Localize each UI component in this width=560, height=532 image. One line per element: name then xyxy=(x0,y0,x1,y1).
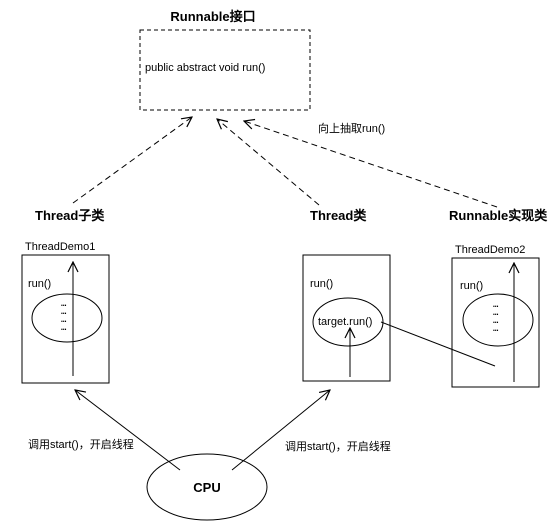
svg-text:…: … xyxy=(493,316,499,326)
svg-text:…: … xyxy=(493,324,499,334)
thread-target-run: target.run() xyxy=(318,316,372,328)
threaddemo1-run-body xyxy=(31,293,103,343)
svg-text:…: … xyxy=(493,300,499,310)
cpu-label: CPU xyxy=(193,480,220,495)
arrow-threadsubclass-to-interface xyxy=(72,117,192,204)
interface-method: public abstract void run() xyxy=(145,62,265,74)
svg-text:…: … xyxy=(61,315,67,325)
threaddemo1-dots: … … … … xyxy=(61,299,67,333)
runnable-impl-heading: Runnable实现类 xyxy=(449,208,548,223)
threaddemo1-title: ThreadDemo1 xyxy=(25,241,95,253)
svg-text:…: … xyxy=(493,308,499,318)
threaddemo1-box xyxy=(21,254,110,384)
arrow-runnableimpl-to-interface xyxy=(244,121,498,208)
cpu-ellipse xyxy=(146,453,268,521)
interface-title: Runnable接口 xyxy=(170,9,255,24)
thread-subclass-heading: Thread子类 xyxy=(35,208,105,223)
cpu-left-call-label: 调用start()，开启线程 xyxy=(28,437,134,451)
thread-run-body xyxy=(312,297,384,347)
threaddemo2-title: ThreadDemo2 xyxy=(455,244,525,256)
svg-text:…: … xyxy=(61,323,67,333)
target-connector-line xyxy=(380,321,496,367)
cpu-to-threaddemo1-arrow xyxy=(75,390,181,471)
cpu-right-call-label: 调用start()，开启线程 xyxy=(285,439,391,453)
arrow-thread-to-interface xyxy=(217,119,320,206)
threaddemo2-box xyxy=(451,257,540,388)
interface-box xyxy=(139,29,311,111)
thread-run: run() xyxy=(310,278,333,290)
threaddemo2-dots: … … … … xyxy=(493,300,499,334)
svg-text:…: … xyxy=(61,307,67,317)
svg-text:…: … xyxy=(61,299,67,309)
thread-box xyxy=(302,254,391,382)
extract-run-label: 向上抽取run() xyxy=(318,121,385,135)
threaddemo1-run: run() xyxy=(28,278,51,290)
cpu-to-thread-arrow xyxy=(231,390,330,471)
threaddemo2-run: run() xyxy=(460,280,483,292)
thread-class-heading: Thread类 xyxy=(310,208,367,223)
threaddemo2-run-body xyxy=(462,293,534,347)
